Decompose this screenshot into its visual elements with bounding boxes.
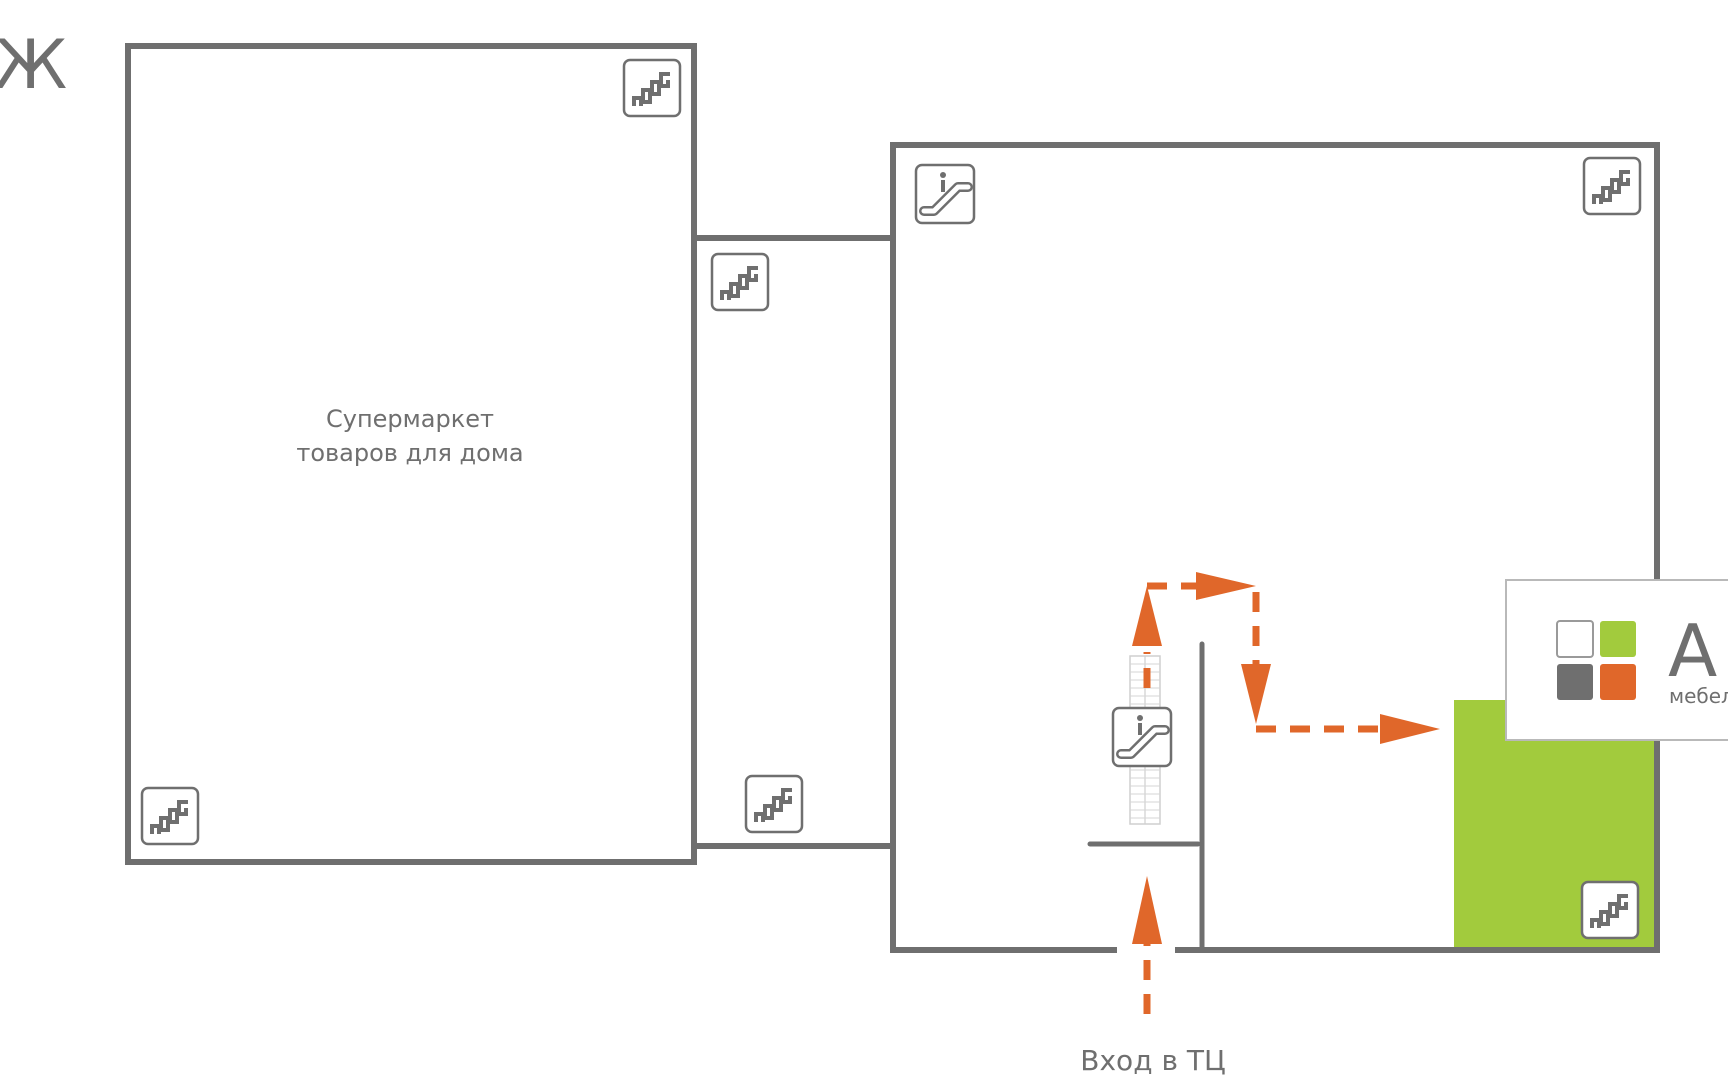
escalator-icon bbox=[1113, 708, 1171, 766]
arrowhead-icon bbox=[1132, 876, 1162, 944]
arrowhead-icon bbox=[1241, 664, 1271, 724]
room-supermarket[interactable]: Супермаркет товаров для дома bbox=[125, 43, 697, 865]
logo-tile bbox=[1556, 620, 1594, 658]
entrance-label: Вход в ТЦ bbox=[1080, 1044, 1225, 1077]
arrowhead-icon bbox=[1196, 572, 1256, 600]
store-legend-card[interactable]: А мебел bbox=[1505, 579, 1728, 741]
room-main-hall[interactable] bbox=[890, 142, 1660, 953]
logo-tile bbox=[1600, 664, 1636, 700]
stairs-icon bbox=[1582, 156, 1642, 216]
legend-subtitle: мебел bbox=[1669, 684, 1728, 708]
store-highlight[interactable] bbox=[1454, 700, 1654, 947]
floor-label: Ж bbox=[0, 26, 67, 105]
logo-tile bbox=[1600, 621, 1636, 657]
supermarket-label-line2: товаров для дома bbox=[296, 439, 523, 467]
route-path bbox=[1132, 572, 1440, 1014]
escalator-icon bbox=[916, 165, 974, 223]
stairs-icon bbox=[1580, 880, 1640, 940]
stairs-icon bbox=[744, 774, 804, 834]
logo-tile bbox=[1557, 664, 1593, 700]
escalator[interactable] bbox=[1113, 655, 1171, 825]
stairs-icon bbox=[710, 252, 770, 312]
stairs-icon bbox=[140, 786, 200, 846]
room-connector[interactable] bbox=[691, 235, 896, 849]
legend-title: А bbox=[1668, 609, 1717, 693]
supermarket-label-line1: Супермаркет bbox=[326, 405, 494, 433]
stairs-icon bbox=[622, 58, 682, 118]
arrowhead-icon bbox=[1380, 714, 1440, 744]
